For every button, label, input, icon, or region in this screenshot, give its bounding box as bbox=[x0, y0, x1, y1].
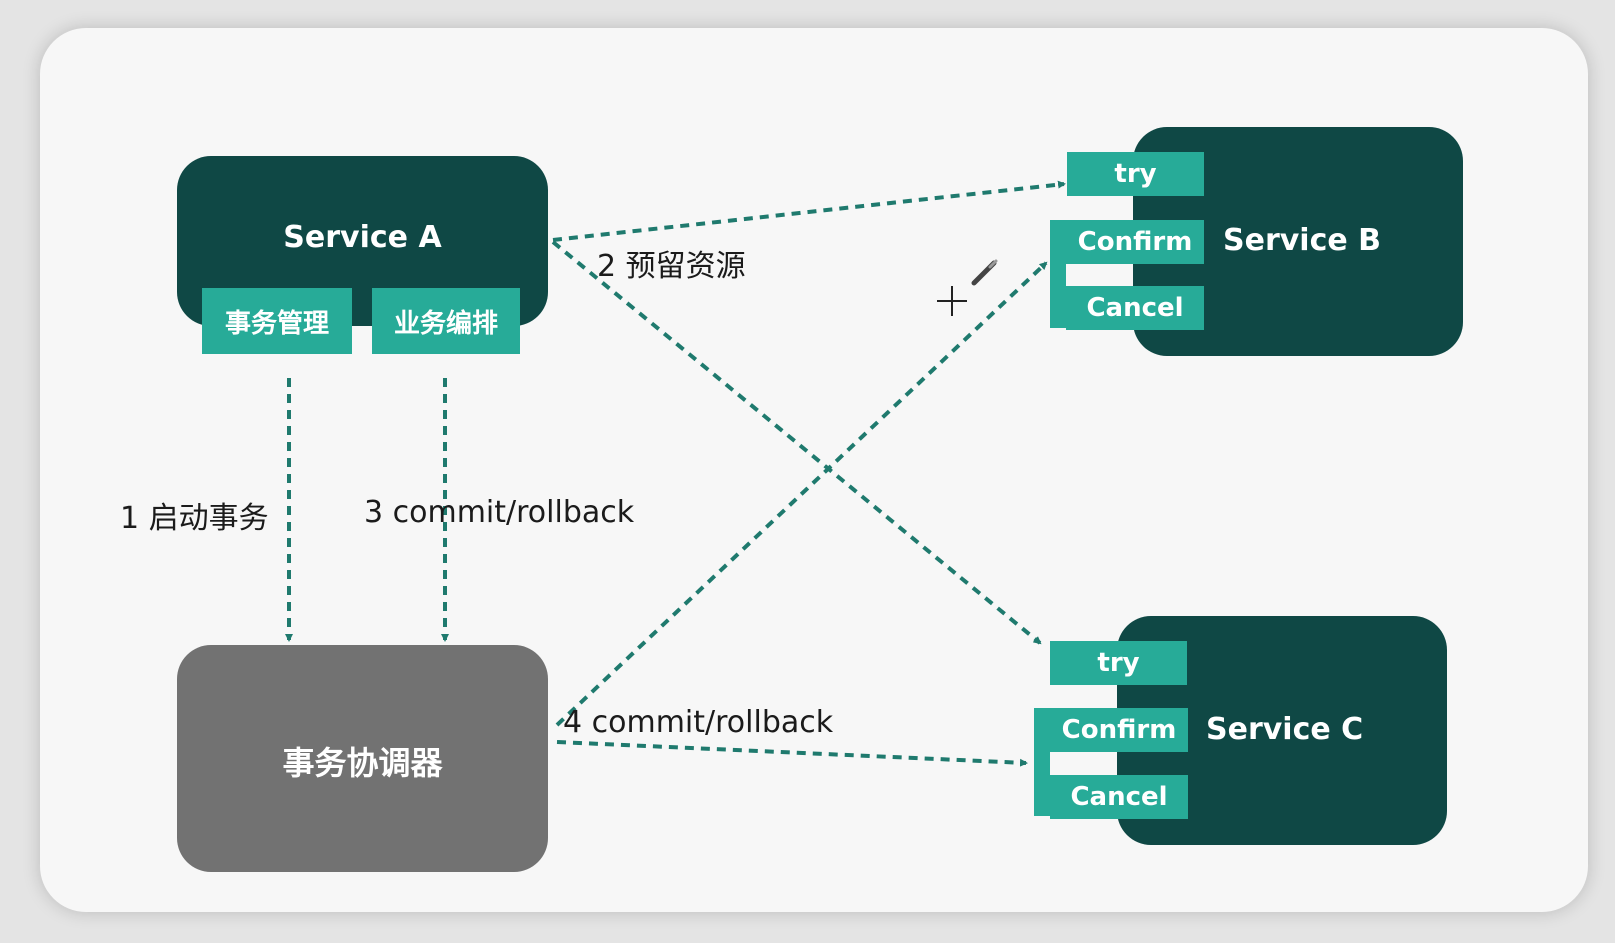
service-b-confirm: Confirm bbox=[1066, 220, 1204, 264]
label-step4: 4 commit/rollback bbox=[563, 705, 834, 740]
service-c-cancel: Cancel bbox=[1050, 775, 1188, 819]
service-c-try: try bbox=[1050, 641, 1187, 685]
service-a-tag-business-orchestration: 业务编排 bbox=[372, 288, 520, 354]
label-step2: 2 预留资源 bbox=[597, 249, 746, 284]
service-c-confirm: Confirm bbox=[1050, 708, 1188, 752]
service-b-try: try bbox=[1067, 152, 1204, 196]
crosshair-cursor-icon bbox=[937, 286, 967, 316]
label-step3: 3 commit/rollback bbox=[364, 495, 635, 530]
brush-cursor-icon bbox=[971, 259, 998, 286]
coordinator-box: 事务协调器 bbox=[177, 645, 548, 872]
service-c-title: Service C bbox=[1206, 712, 1364, 747]
coordinator-title: 事务协调器 bbox=[282, 744, 443, 782]
service-b-title: Service B bbox=[1223, 223, 1382, 258]
label-step1: 1 启动事务 bbox=[120, 501, 269, 536]
service-b-cancel: Cancel bbox=[1066, 286, 1204, 330]
service-b-bracket bbox=[1050, 220, 1066, 328]
service-a-tag-transaction-management: 事务管理 bbox=[202, 288, 352, 354]
service-a-title: Service A bbox=[283, 220, 442, 255]
service-c-bracket bbox=[1034, 708, 1050, 816]
